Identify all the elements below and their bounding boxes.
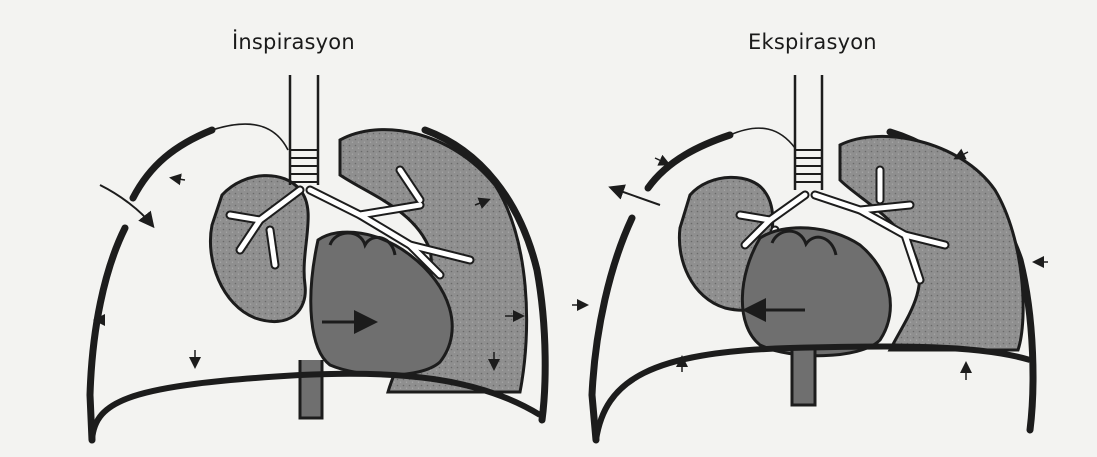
vena-cava <box>792 345 815 405</box>
pleura-line <box>212 124 288 150</box>
trachea-rings <box>290 150 318 182</box>
chest-expansion-arrow <box>100 185 152 225</box>
chest-recoil-arrow <box>612 188 660 205</box>
pleura-line <box>730 128 795 148</box>
trachea-rings <box>795 150 822 182</box>
inspiration-panel <box>90 75 545 440</box>
vena-cava <box>300 360 322 418</box>
trachea <box>290 75 318 185</box>
expiration-panel <box>572 75 1048 440</box>
arrow-right-upper <box>956 152 968 158</box>
heart <box>742 228 890 356</box>
chest-wall-left <box>592 218 632 440</box>
arrow-top-wall <box>655 158 668 164</box>
arrow-top-wall <box>172 178 185 180</box>
chest-wall-left-upper <box>133 130 212 198</box>
trachea <box>795 75 822 190</box>
